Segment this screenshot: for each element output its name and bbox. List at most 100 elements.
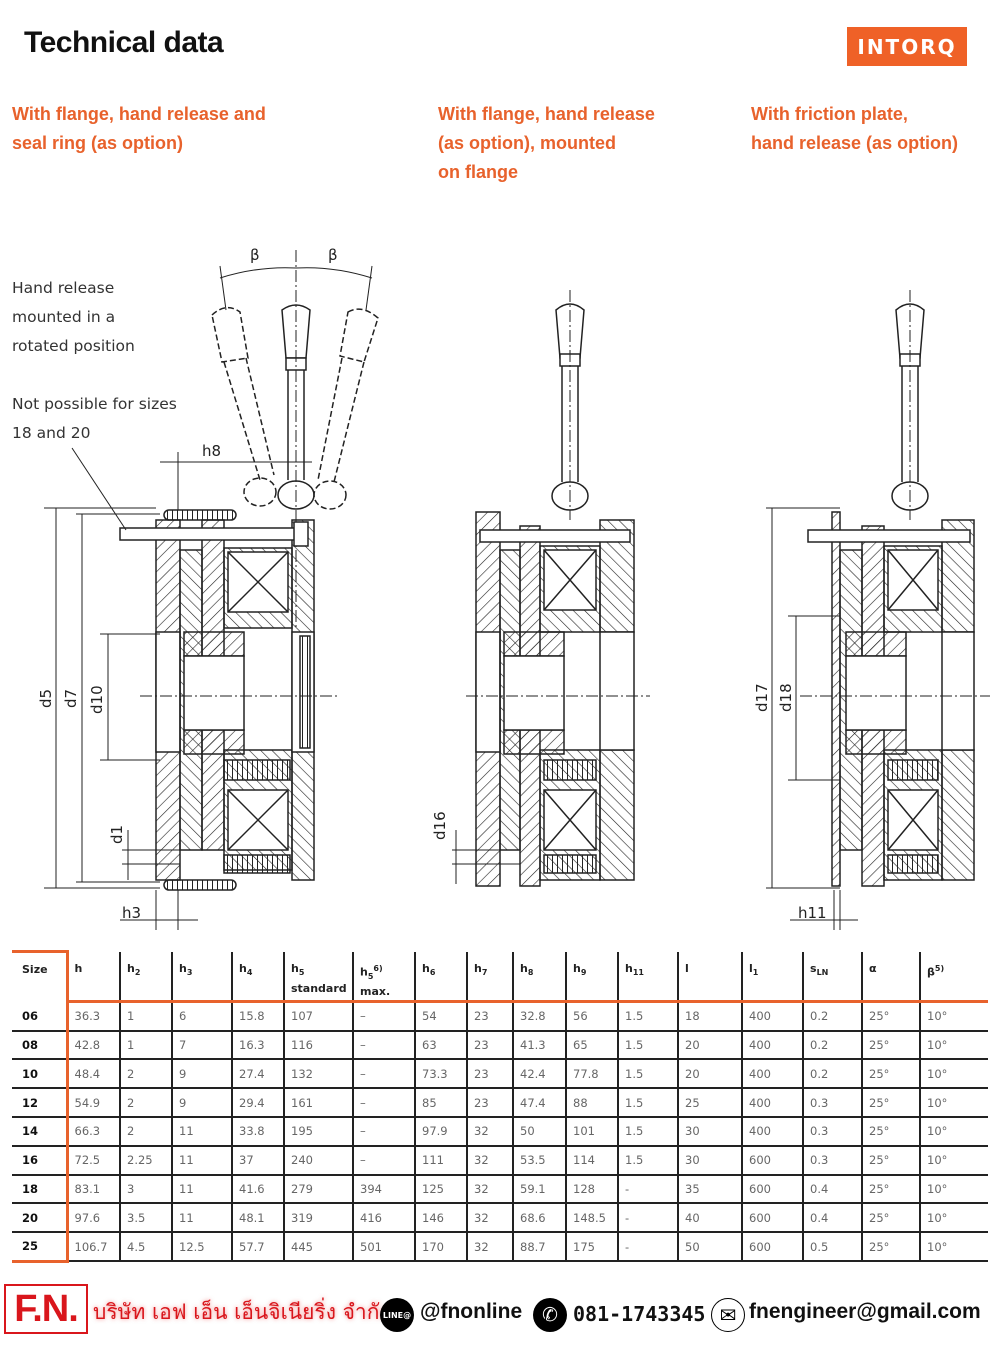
- table-cell: -: [617, 1203, 678, 1234]
- company-name: บริษัท เอฟ เอ็น เอ็นจิเนียริ่ง จำกัด: [93, 1300, 394, 1324]
- table-cell: 1.5: [617, 1145, 678, 1176]
- table-cell: 132: [283, 1059, 353, 1090]
- table-cell: 73.3: [414, 1059, 467, 1090]
- column-header-subscript: LN: [816, 967, 829, 977]
- table-cell: 2.25: [119, 1145, 172, 1176]
- size-cell: 08: [12, 1030, 69, 1061]
- table-cell: 41.6: [231, 1174, 284, 1205]
- line-id-link[interactable]: @fnonline: [420, 1300, 523, 1323]
- column-header-subscript: 11: [632, 967, 644, 977]
- column-header-symbol: l: [749, 961, 753, 975]
- column-header-qualifier: max.: [360, 985, 391, 999]
- table-cell: 400: [741, 1059, 803, 1090]
- column-header-symbol: h: [239, 961, 247, 975]
- table-cell: 0.2: [802, 1030, 862, 1061]
- table-cell: 175: [565, 1232, 618, 1263]
- table-cell: –: [352, 1059, 415, 1090]
- table-cell: 10°: [919, 1203, 988, 1234]
- table-cell: 101: [565, 1117, 618, 1147]
- column-header-symbol: h: [291, 961, 299, 975]
- column-header: l1: [741, 951, 803, 1004]
- table-cell: 30: [677, 1145, 742, 1176]
- table-cell: 111: [414, 1145, 467, 1176]
- variant-heading-mounted-on-flange: With flange, hand release (as option), m…: [438, 100, 655, 187]
- note-line: Hand release: [12, 279, 115, 297]
- table-cell: 161: [283, 1088, 353, 1119]
- table-cell: 53.5: [512, 1145, 566, 1176]
- column-header-symbol: Size: [22, 963, 48, 976]
- table-cell: 600: [741, 1232, 803, 1263]
- email-link[interactable]: fnengineer@gmail.com: [749, 1300, 981, 1323]
- column-header-subscript: 5: [298, 967, 305, 977]
- column-header-subscript: 5: [367, 971, 374, 981]
- phone-number-link[interactable]: 081-1743345: [573, 1302, 706, 1326]
- column-header-symbol: β: [927, 965, 935, 979]
- label-beta-left: β: [250, 246, 260, 264]
- phone-icon: ✆: [533, 1298, 567, 1332]
- table-cell: 72.5: [67, 1145, 120, 1176]
- table-cell: 9: [171, 1059, 232, 1090]
- column-header-symbol: h: [422, 961, 430, 975]
- variant-heading-line: With friction plate,: [751, 104, 908, 124]
- column-header-symbol: h: [127, 961, 135, 975]
- table-cell: 30: [677, 1117, 742, 1147]
- table-cell: 47.4: [512, 1088, 566, 1119]
- column-header-symbol: h: [573, 961, 581, 975]
- table-cell: 35: [677, 1174, 742, 1205]
- table-cell: 0.3: [802, 1145, 862, 1176]
- table-cell: 20: [677, 1030, 742, 1061]
- note-line: mounted in a: [12, 308, 116, 326]
- table-cell: 0.5: [802, 1232, 862, 1263]
- column-header-symbol: h: [474, 961, 482, 975]
- table-cell: 23: [466, 1088, 513, 1119]
- label-d7: d7: [62, 689, 80, 708]
- table-cell: 0.3: [802, 1117, 862, 1147]
- table-cell: 88.7: [512, 1232, 566, 1263]
- table-cell: 400: [741, 1030, 803, 1061]
- table-cell: 107: [283, 1001, 353, 1032]
- table-cell: 4.5: [119, 1232, 172, 1263]
- table-cell: 10°: [919, 1088, 988, 1119]
- column-header: Size: [12, 949, 69, 1002]
- table-cell: 12.5: [171, 1232, 232, 1263]
- table-cell: 32.8: [512, 1001, 566, 1032]
- label-d1: d1: [108, 825, 126, 844]
- label-d10: d10: [88, 685, 106, 714]
- table-cell: 42.8: [67, 1030, 120, 1061]
- table-cell: 97.6: [67, 1203, 120, 1234]
- note-hand-release-rotated: Hand release mounted in a rotated positi…: [12, 274, 135, 361]
- table-cell: 2: [119, 1088, 172, 1119]
- table-cell: 195: [283, 1117, 353, 1147]
- column-header-symbol: h: [74, 961, 83, 975]
- table-cell: 10°: [919, 1174, 988, 1205]
- table-cell: 41.3: [512, 1030, 566, 1061]
- table-cell: 25°: [861, 1174, 920, 1205]
- column-header: h11: [617, 951, 678, 1004]
- column-header-subscript: 7: [481, 967, 488, 977]
- column-header: h3: [171, 951, 232, 1004]
- table-cell: 6: [171, 1001, 232, 1032]
- table-cell: 2: [119, 1117, 172, 1147]
- table-cell: 25°: [861, 1232, 920, 1263]
- table-cell: 400: [741, 1001, 803, 1032]
- variant-heading-flange-seal-ring: With flange, hand release and seal ring …: [12, 100, 266, 158]
- table-cell: 11: [171, 1145, 232, 1176]
- label-h3: h3: [122, 904, 141, 922]
- column-header-subscript: 2: [134, 967, 141, 977]
- label-d5: d5: [37, 689, 55, 708]
- table-cell: 2: [119, 1059, 172, 1090]
- table-cell: 32: [466, 1145, 513, 1176]
- column-header: h8: [512, 951, 566, 1004]
- table-cell: 400: [741, 1088, 803, 1119]
- column-header: β5): [919, 951, 988, 1004]
- table-cell: –: [352, 1117, 415, 1147]
- column-header-subscript: 9: [580, 967, 587, 977]
- column-header: h: [67, 951, 120, 1004]
- table-cell: 394: [352, 1174, 415, 1205]
- table-cell: 11: [171, 1203, 232, 1234]
- table-cell: 50: [512, 1117, 566, 1147]
